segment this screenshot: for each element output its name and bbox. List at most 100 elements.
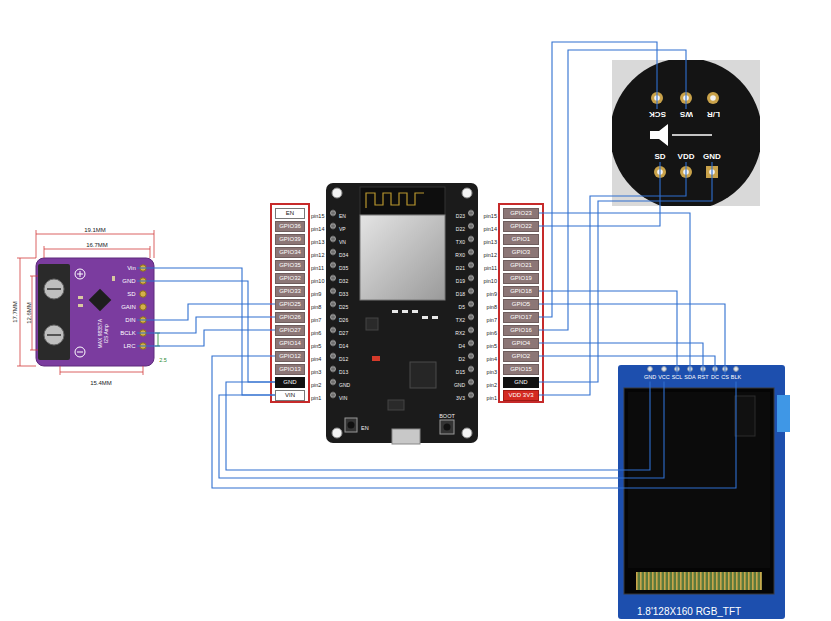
label-anchor: D25 <box>339 295 348 313</box>
label-anchor: pin9 <box>487 282 497 300</box>
label-anchor: D22 <box>456 217 465 235</box>
pin-number: pin7 <box>487 318 497 324</box>
pin-name: GND <box>283 379 296 385</box>
mounting-hole <box>332 428 342 438</box>
label-anchor: pin1 <box>487 386 497 404</box>
silkscreen-label: D34 <box>339 253 348 258</box>
label-anchor: pin8 <box>487 295 497 313</box>
pin-label-box: GPIO4 <box>503 338 539 349</box>
pin-name: L/R <box>707 110 720 118</box>
label-anchor: pin8 <box>311 295 321 313</box>
pin-name: VCC <box>658 375 670 381</box>
tft-module <box>618 365 790 619</box>
pin-label: BCLK <box>119 329 137 337</box>
pin-label: DIN <box>124 316 137 324</box>
silkscreen-label: VIN <box>339 396 347 401</box>
pin-label: SD <box>126 290 137 298</box>
silkscreen-label: D21 <box>456 266 465 271</box>
label-anchor: pin14 <box>311 217 324 235</box>
silkscreen-label: D23 <box>456 214 465 219</box>
label-anchor: D18 <box>456 282 465 300</box>
wire <box>539 50 686 330</box>
label-anchor: D33 <box>339 282 348 300</box>
dimension-line <box>60 366 143 375</box>
silkscreen-label: D15 <box>456 370 465 375</box>
pin-number: pin11 <box>311 266 324 272</box>
pin-label-box: GPIO34 <box>275 247 305 258</box>
pin-number: pin15 <box>484 214 497 220</box>
pin-number: pin7 <box>311 318 321 324</box>
pin-name: GPIO32 <box>279 275 301 281</box>
silkscreen-label: D5 <box>459 305 465 310</box>
part-label: 1.8'128X160 RGB_TFT <box>637 607 741 617</box>
label-anchor: 16.7MM <box>86 233 108 251</box>
label-anchor: pin6 <box>487 321 497 339</box>
label-anchor: pin5 <box>487 334 497 352</box>
label-anchor: pin12 <box>311 243 324 261</box>
label-anchor: D2 <box>459 347 465 365</box>
label-anchor: D4 <box>459 334 465 352</box>
pin-number: pin12 <box>484 253 497 259</box>
pin-number: pin5 <box>487 344 497 350</box>
pin-name: GND <box>703 153 721 161</box>
label-anchor: pin10 <box>484 269 497 287</box>
wire <box>137 317 275 333</box>
pin-name: GPIO4 <box>512 340 530 346</box>
pin-name: EN <box>286 210 294 216</box>
label-anchor: D13 <box>339 360 348 378</box>
pin-frame <box>499 204 543 402</box>
pin-label-box: GPIO14 <box>275 338 305 349</box>
silkscreen-label: TX0 <box>456 240 465 245</box>
pin-label-box: GPIO21 <box>503 260 539 271</box>
label-anchor: D23 <box>456 204 465 222</box>
silkscreen-label: D4 <box>459 344 465 349</box>
plus-symbol <box>77 271 83 277</box>
pin-name: GAIN <box>121 304 136 310</box>
smd-part <box>402 310 408 313</box>
screw <box>44 325 64 345</box>
pin-label-box: GPIO22 <box>503 221 539 232</box>
pin-label-box: GPIO13 <box>275 364 305 375</box>
pin-number: pin12 <box>311 253 324 259</box>
silkscreen-label: D2 <box>459 357 465 362</box>
mic-icon-line <box>672 134 712 136</box>
label-anchor: pin3 <box>311 360 321 378</box>
pin-name: GPIO18 <box>510 288 532 294</box>
header-hole <box>734 367 739 372</box>
silkscreen-label: TX2 <box>456 318 465 323</box>
label-anchor: pin12 <box>484 243 497 261</box>
pin-number: pin2 <box>311 383 321 389</box>
esp32-board <box>326 183 478 444</box>
silkscreen-label: VN <box>339 240 346 245</box>
display-board: GNDVCCSCLSDARSTDCCSBLK1.8'128X160 RGB_TF… <box>618 365 785 619</box>
label-anchor: RX2 <box>455 321 465 339</box>
pin-label: LRC <box>122 342 137 350</box>
smd-part <box>78 296 83 299</box>
usb-port <box>392 429 420 444</box>
label-anchor: pin4 <box>311 347 321 365</box>
label-anchor: D19 <box>456 269 465 287</box>
pin-name: DIN <box>125 317 135 323</box>
label-anchor: D5 <box>459 295 465 313</box>
pin-label-box: GPIO27 <box>275 325 305 336</box>
pin-label: CS <box>720 375 730 382</box>
label-anchor: BOOT <box>439 404 455 422</box>
dimension-line <box>36 230 154 258</box>
label-anchor: GND <box>339 373 350 391</box>
pin-name: CS <box>721 375 729 381</box>
pin-label-box: EN <box>275 208 305 219</box>
pin-label-box: VIN <box>275 390 305 401</box>
silkscreen-label: D18 <box>456 292 465 297</box>
label-anchor: pin13 <box>311 230 324 248</box>
wire <box>137 268 275 395</box>
dimension-label: 15.4MM <box>90 380 112 386</box>
pin-name: GPIO2 <box>512 353 530 359</box>
pin-name: GND <box>514 379 527 385</box>
amplifier-board: VinGNDSDGAINDINBCLKLRCMAX 98357A I2S Amp <box>36 258 154 366</box>
label-anchor: pin13 <box>484 230 497 248</box>
header-pins <box>468 207 474 402</box>
silkscreen-label: D26 <box>339 318 348 323</box>
label-anchor: pin11 <box>311 256 324 274</box>
